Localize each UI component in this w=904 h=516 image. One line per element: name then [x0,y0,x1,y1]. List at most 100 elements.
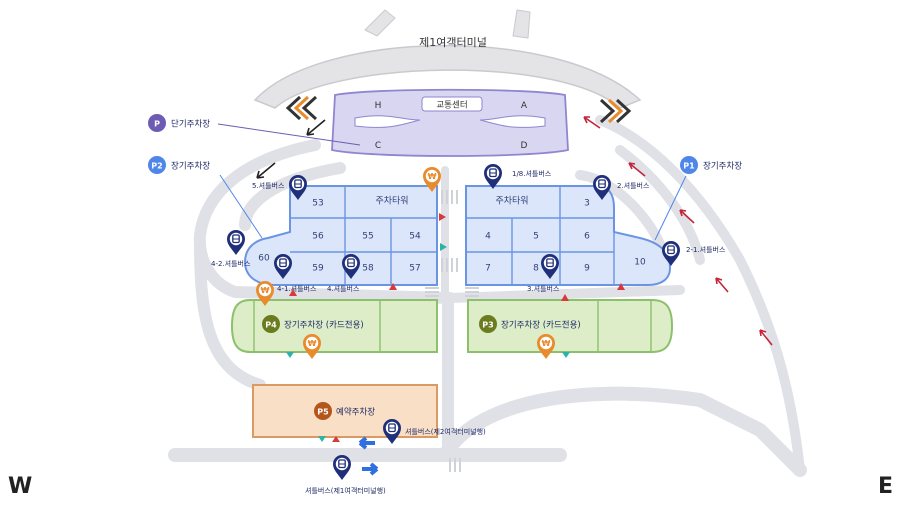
bus-stop-4-2-label: 4-2.셔틀버스 [211,259,251,268]
legend-p2-label: 장기주차장 [171,161,210,172]
east-parking-tower: 주차타워 [495,195,528,207]
legend-short-term-label: 단기주차장 [171,119,210,130]
transport-center-label: 교통센터 [436,100,467,111]
west-cell-56: 56 [312,232,324,242]
legend-p2: P2 장기주차장 [148,156,263,239]
shuttle-bus-icon [383,419,401,444]
bus-stop-t1-label: 셔틀버스(제1여객터미널행) [305,486,386,495]
east-cell-9: 9 [584,264,590,274]
shuttle-bus-icon [484,164,502,189]
legend-badge-p-text: P [154,120,160,129]
terminal-name: 제1여객터미널 [419,36,487,49]
legend-badge-p1-text: P1 [683,162,695,171]
direction-arrow-icon [358,436,375,450]
west-cell-55: 55 [362,232,373,242]
crosswalks [425,190,479,472]
bus-stop-4-1-label: 4-1.셔틀버스 [277,284,317,293]
direction-arrow-icon [362,462,379,476]
east-cell-3: 3 [584,199,590,209]
legend-badge-p2 [148,156,166,174]
west-cell-57: 57 [409,264,420,274]
terminal-roof [253,44,642,109]
bus-stop-5-label: 5.셔틀버스 [252,181,285,190]
legend-p1-label: 장기주차장 [703,161,742,172]
building-gap-left [354,115,421,128]
terminal-pier-left [364,9,396,37]
direction-arrow-icon [256,162,276,179]
won-payment-icon: ₩ [537,334,555,359]
transport-center-box [421,96,483,112]
p4-lot: P4 장기주차장 (카드전용) [230,299,438,353]
p4-label: 장기주차장 (카드전용) [284,320,364,331]
p3-badge-text: P3 [482,321,493,330]
legend-pointer-p1 [654,175,687,241]
west-cell-59: 59 [312,264,324,274]
legend-badge-p2-text: P2 [151,162,162,171]
compass-west: W [8,474,32,499]
p5-lot: P5 예약주차장 [252,384,438,438]
bus-stop-labels: 5.셔틀버스 1/8.셔틀버스 2.셔틀버스 2-1.셔틀버스 4-2.셔틀버스… [211,169,726,495]
terminal-pier-right [512,9,531,39]
west-lot-outline [243,185,438,286]
bus-stop-3-label: 3.셔틀버스 [527,284,560,293]
direction-arrows [256,116,773,476]
west-cell-60: 60 [258,254,270,264]
p3-outline [467,299,674,353]
p5-outline [252,384,438,438]
pins-layer: ₩ ₩ ₩ ₩ [227,164,680,480]
svg-text:₩: ₩ [428,172,437,181]
chevron-left-icon [285,95,318,121]
legend-pointer-p2 [219,174,263,239]
p4-outline [230,299,438,353]
direction-arrow-icon [679,209,695,224]
block-d: D [521,141,528,151]
p3-lot: P3 장기주차장 (카드전용) [467,299,674,353]
bus-stop-2-1-label: 2-1.셔틀버스 [686,245,726,254]
east-cell-4: 4 [485,232,491,242]
shuttle-bus-icon [342,254,360,279]
p5-badge [314,402,332,420]
shuttle-bus-icon [289,175,307,200]
east-cell-8: 8 [533,264,539,274]
building-gap-right [479,115,546,128]
west-cell-54: 54 [409,232,421,242]
p3-label: 장기주차장 (카드전용) [501,320,581,331]
shuttle-bus-icon [541,254,559,279]
block-c: C [375,141,381,151]
shuttle-bus-icon [662,241,680,266]
direction-arrow-icon [583,116,601,129]
legend-pointer-short [217,123,361,146]
svg-text:₩: ₩ [261,286,270,295]
east-cell-5: 5 [533,232,539,242]
compass-east: E [878,474,893,499]
bus-stop-4-label: 4.셔틀버스 [327,284,360,293]
p3-badge [479,315,497,333]
west-cell-58: 58 [362,264,374,274]
shuttle-bus-icon [227,230,245,255]
chevron-right-icon [599,98,632,124]
won-payment-icon: ₩ [303,334,321,359]
direction-arrow-icon [628,162,646,177]
west-long-term-lot: 주차타워 53 56 55 54 59 58 57 60 [243,185,438,286]
p4-badge-text: P4 [265,321,277,330]
direction-arrow-icon [306,119,326,136]
west-cell-53: 53 [312,199,323,209]
legend-short-term: P 단기주차장 [148,114,361,146]
direction-arrow-icon [759,329,773,346]
bus-stop-t2-label: 셔틀버스(제2여객터미널행) [405,427,486,436]
p5-label: 예약주차장 [336,407,375,418]
entrance-markers [286,213,625,442]
road-network [168,115,807,477]
legend-badge-p1 [680,156,698,174]
bus-stop-1-8-label: 1/8.셔틀버스 [512,169,552,178]
direction-arrow-icon [715,277,729,293]
p4-badge [262,315,280,333]
east-long-term-lot: 주차타워 3 4 5 6 7 8 9 10 [465,185,672,286]
won-payment-icon: ₩ [256,281,274,306]
east-cell-10: 10 [634,258,646,268]
block-h: H [375,101,382,111]
west-parking-tower: 주차타워 [375,195,408,207]
won-payment-icon: ₩ [423,167,441,192]
